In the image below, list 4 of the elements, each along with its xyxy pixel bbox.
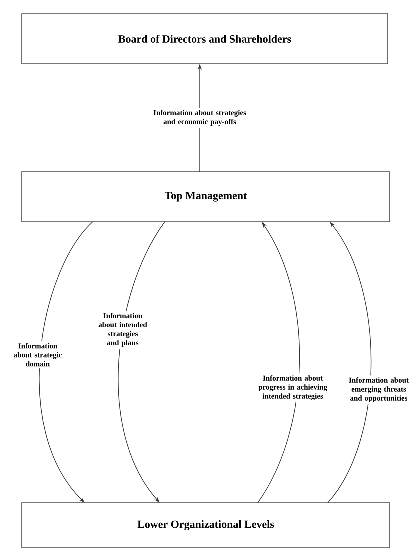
level-box: Top Management [22, 172, 390, 222]
level-box: Lower Organizational Levels [22, 502, 390, 548]
level-box: Board of Directors and Shareholders [22, 14, 388, 64]
arrow [39, 222, 94, 503]
